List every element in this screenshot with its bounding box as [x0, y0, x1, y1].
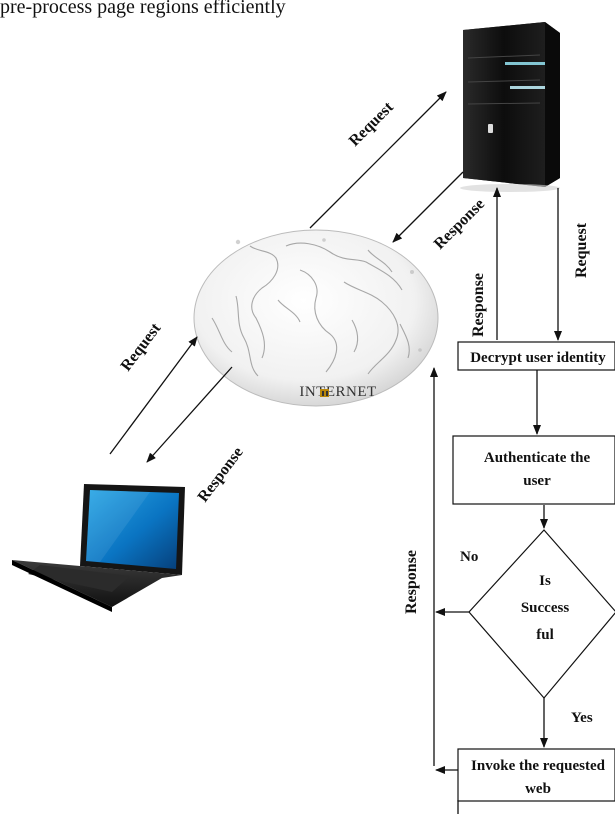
- yes-label: Yes: [571, 710, 593, 726]
- authenticate-text-line2: user: [523, 473, 551, 489]
- internet-label: INTERNET: [299, 384, 376, 400]
- arrow-internet-to-laptop: [146, 366, 233, 463]
- decrypt-box: Decrypt user identity: [457, 341, 615, 371]
- arrow-server-to-internet: [392, 171, 464, 243]
- label-response-up: Response: [470, 273, 487, 337]
- decision-diamond: Is Success ful: [468, 529, 615, 699]
- label-response-loop: Response: [403, 550, 420, 614]
- connector-arrows: [109, 91, 562, 814]
- label-request-down: Request: [573, 222, 590, 278]
- authenticate-box: Authenticate the user: [452, 435, 615, 505]
- decision-text-line1: Is: [539, 573, 551, 589]
- world-map-globe-icon: INTERNET: [193, 229, 439, 407]
- invoke-box: Invoke the requested web: [457, 748, 615, 802]
- invoke-text-line1: Invoke the requested: [471, 758, 606, 774]
- label-request-laptop: Request: [118, 320, 165, 375]
- server-tower-icon: [460, 22, 560, 192]
- no-label: No: [460, 549, 478, 565]
- label-response-server: Response: [431, 196, 488, 253]
- invoke-text-line2: web: [525, 781, 551, 797]
- authenticate-text-line1: Authenticate the: [484, 450, 591, 466]
- arrow-internet-to-server: [309, 91, 447, 229]
- decision-text-line2: Success: [521, 600, 569, 616]
- label-response-laptop: Response: [195, 444, 247, 505]
- decision-text-line3: ful: [536, 627, 554, 643]
- label-request-server: Request: [346, 98, 397, 149]
- laptop-icon: [12, 484, 185, 612]
- arrow-laptop-to-internet: [109, 336, 198, 455]
- decrypt-text: Decrypt user identity: [470, 350, 606, 366]
- header-text: pre-process page regions efficiently: [0, 0, 286, 18]
- flowchart: Decrypt user identity Authenticate the u…: [452, 341, 615, 802]
